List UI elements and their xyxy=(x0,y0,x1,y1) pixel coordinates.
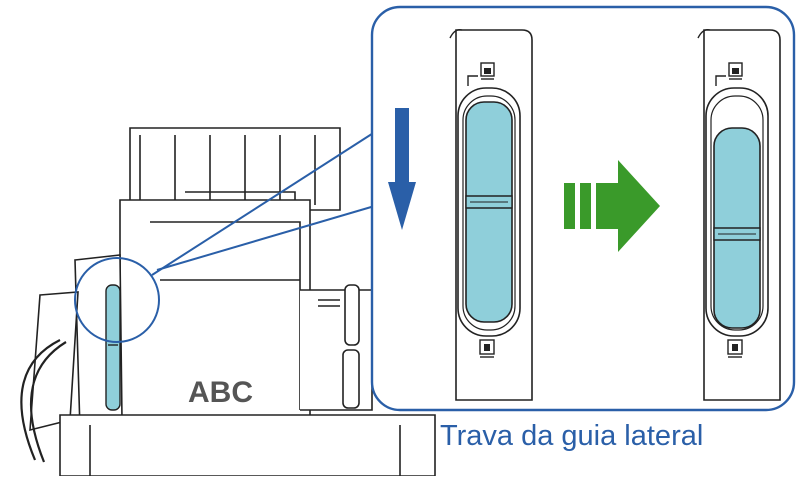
down-arrow xyxy=(388,108,416,230)
lock-slider xyxy=(465,101,513,323)
lock-open-icon xyxy=(479,339,495,358)
lock-open-icon xyxy=(727,339,743,358)
lock-after xyxy=(697,28,781,401)
scanner-device xyxy=(20,127,436,477)
lock-closed-icon xyxy=(480,62,495,80)
zoom-indicator xyxy=(74,129,379,343)
document-label: ABC xyxy=(188,376,253,409)
lock-closed-icon xyxy=(728,62,743,80)
svg-text:ABC: ABC xyxy=(188,376,253,409)
transition-arrow xyxy=(564,160,660,252)
caption-label: Trava da guia lateral xyxy=(440,420,704,452)
lock-before xyxy=(449,28,533,401)
